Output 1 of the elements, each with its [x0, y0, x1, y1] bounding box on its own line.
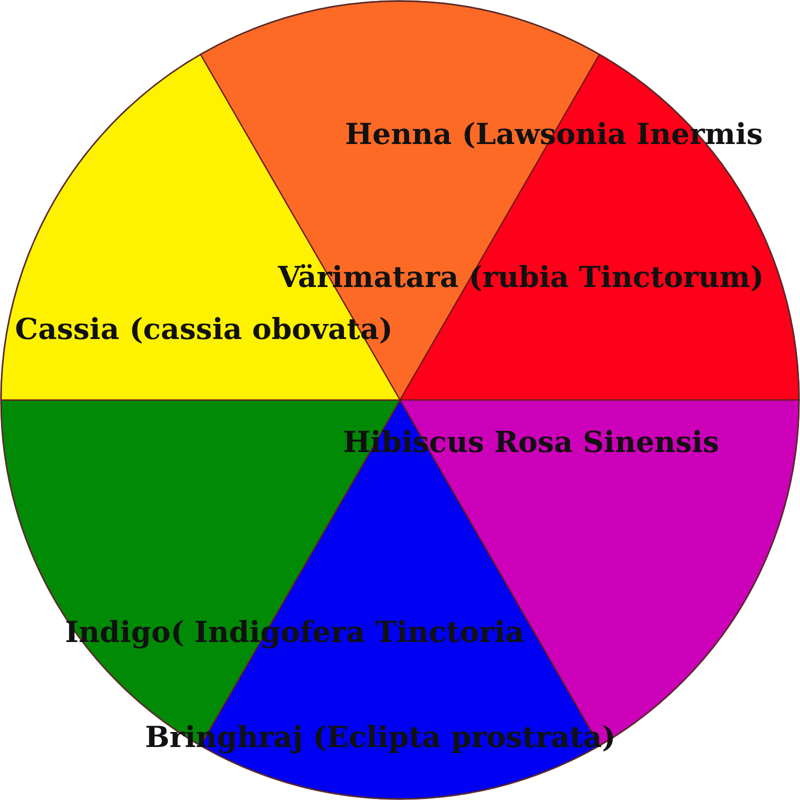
sector-label: Hibiscus Rosa Sinensis — [343, 425, 720, 459]
